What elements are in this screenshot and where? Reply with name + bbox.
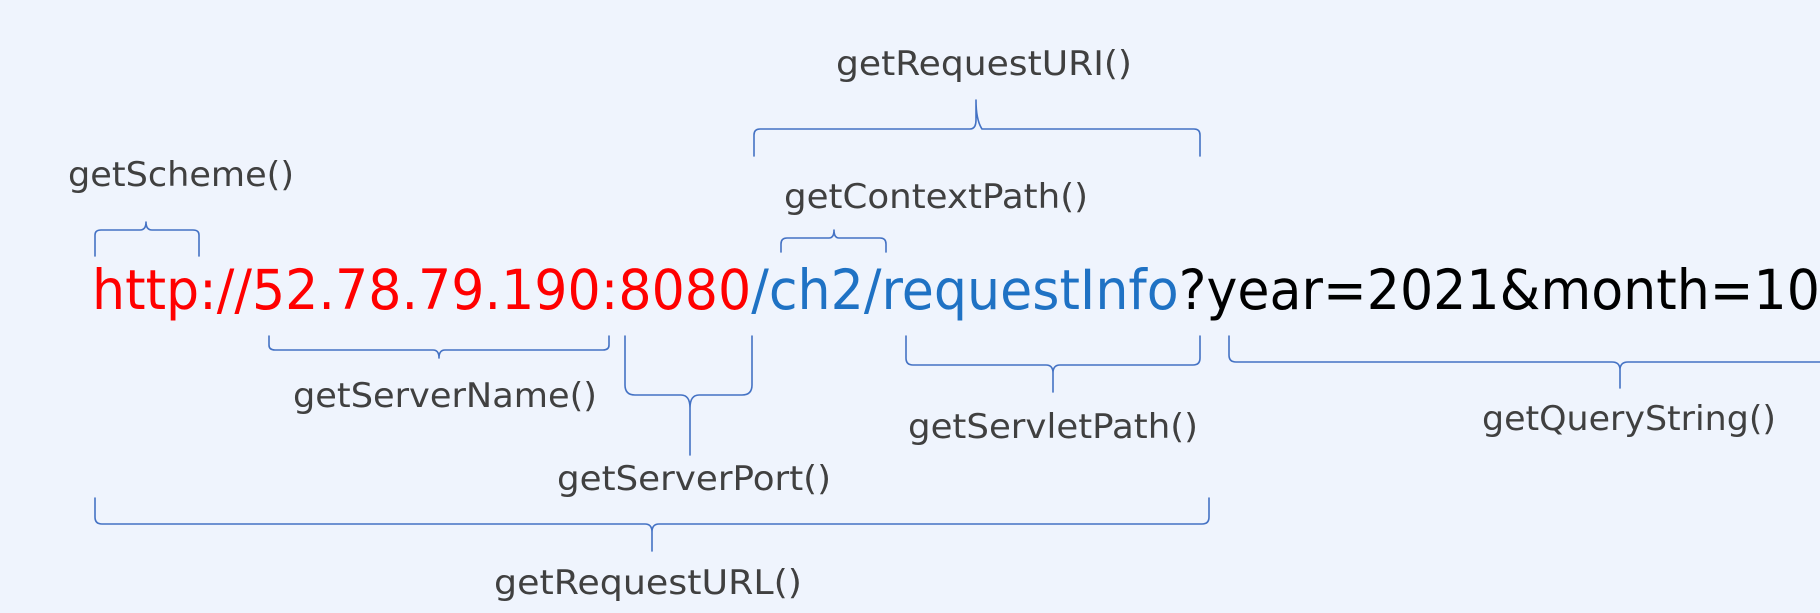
label-get-scheme: getScheme() [68,155,294,195]
brace-get-server-name [268,335,610,359]
label-get-server-name: getServerName() [293,376,597,416]
brace-get-request-url [94,497,1210,552]
label-get-servlet-path: getServletPath() [908,407,1198,447]
brace-get-servlet-path [905,335,1201,393]
label-get-context-path: getContextPath() [784,177,1088,217]
url-servlet-path: requestInfo [881,258,1179,322]
brace-get-scheme [94,221,200,257]
label-get-server-port: getServerPort() [557,459,831,499]
label-get-request-uri: getRequestURI() [836,44,1132,84]
brace-get-server-port [624,335,753,456]
brace-get-context-path [780,229,887,253]
label-get-query-string: getQueryString() [1482,399,1776,439]
label-get-request-url: getRequestURL() [494,563,802,603]
url-scheme-host-port: http://52.78.79.190:8080 [92,258,752,322]
request-url-text: http://52.78.79.190:8080/ch2/requestInfo… [92,263,1820,318]
url-context-path: /ch2/ [751,258,882,322]
brace-get-query-string [1228,335,1820,389]
url-query-string: ?year=2021&month=10 [1178,258,1820,322]
brace-get-request-uri [753,99,1201,157]
